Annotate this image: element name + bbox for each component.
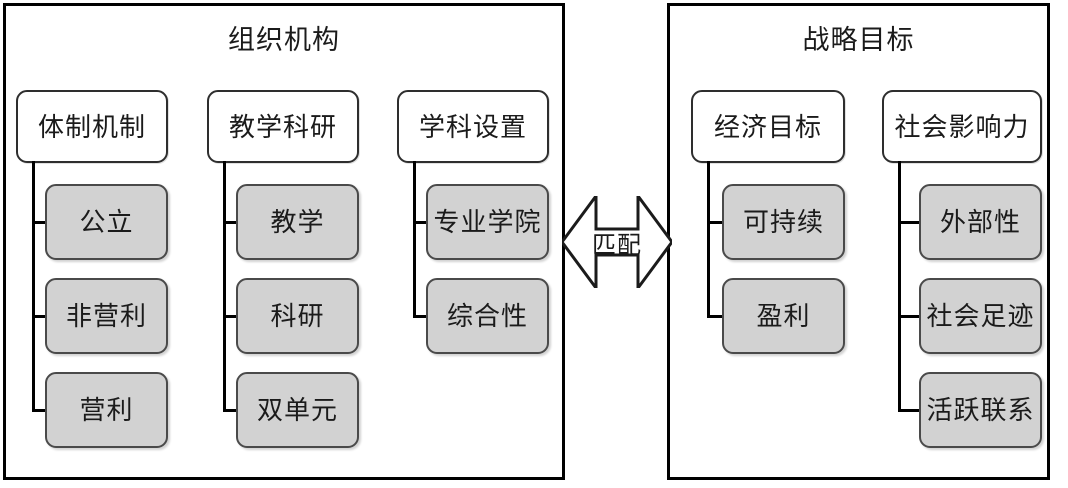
node-child-strategic-goals-0-0[interactable]: 可持续 bbox=[722, 184, 845, 260]
connector-stub-organization-2-0 bbox=[413, 221, 428, 224]
node-child-organization-2-1[interactable]: 综合性 bbox=[426, 278, 549, 354]
connector-stub-organization-2-1 bbox=[413, 315, 428, 318]
node-child-organization-0-1[interactable]: 非营利 bbox=[45, 278, 168, 354]
connector-stub-strategic-goals-1-2 bbox=[898, 409, 921, 412]
node-child-organization-1-1[interactable]: 科研 bbox=[236, 278, 359, 354]
node-child-strategic-goals-1-1[interactable]: 社会足迹 bbox=[919, 278, 1042, 354]
connector-stub-organization-1-1 bbox=[223, 315, 238, 318]
connector-stub-organization-0-2 bbox=[32, 409, 47, 412]
node-child-organization-0-2[interactable]: 营利 bbox=[45, 372, 168, 448]
node-child-strategic-goals-1-2[interactable]: 活跃联系 bbox=[919, 372, 1042, 448]
node-child-organization-2-0[interactable]: 专业学院 bbox=[426, 184, 549, 260]
panel-title-organization: 组织机构 bbox=[228, 25, 340, 55]
connector-trunk-strategic-goals-0 bbox=[707, 161, 710, 316]
panel-title-strategic-goals: 战略目标 bbox=[802, 25, 915, 55]
connector-trunk-organization-2 bbox=[413, 161, 416, 316]
node-parent-organization-0[interactable]: 体制机制 bbox=[16, 90, 168, 163]
connector-stub-organization-0-0 bbox=[32, 221, 47, 224]
double-headed-arrow-icon bbox=[562, 196, 672, 288]
node-child-organization-0-0[interactable]: 公立 bbox=[45, 184, 168, 260]
node-child-organization-1-2[interactable]: 双单元 bbox=[236, 372, 359, 448]
connector-stub-organization-1-2 bbox=[223, 409, 238, 412]
connector-stub-organization-1-0 bbox=[223, 221, 238, 224]
node-child-strategic-goals-1-0[interactable]: 外部性 bbox=[919, 184, 1042, 260]
node-child-organization-1-0[interactable]: 教学 bbox=[236, 184, 359, 260]
connector-stub-strategic-goals-0-1 bbox=[707, 315, 724, 318]
node-child-strategic-goals-0-1[interactable]: 盈利 bbox=[722, 278, 845, 354]
node-parent-organization-2[interactable]: 学科设置 bbox=[397, 90, 549, 163]
connector-stub-strategic-goals-1-0 bbox=[898, 221, 921, 224]
match-arrow-label: 匹配 bbox=[592, 231, 642, 259]
node-parent-strategic-goals-0[interactable]: 经济目标 bbox=[691, 90, 845, 163]
connector-trunk-organization-0 bbox=[32, 161, 35, 410]
connector-stub-strategic-goals-1-1 bbox=[898, 315, 921, 318]
connector-stub-organization-0-1 bbox=[32, 315, 47, 318]
connector-trunk-strategic-goals-1 bbox=[898, 161, 901, 410]
node-parent-strategic-goals-1[interactable]: 社会影响力 bbox=[882, 90, 1042, 163]
node-parent-organization-1[interactable]: 教学科研 bbox=[207, 90, 359, 163]
connector-trunk-organization-1 bbox=[223, 161, 226, 410]
connector-stub-strategic-goals-0-0 bbox=[707, 221, 724, 224]
